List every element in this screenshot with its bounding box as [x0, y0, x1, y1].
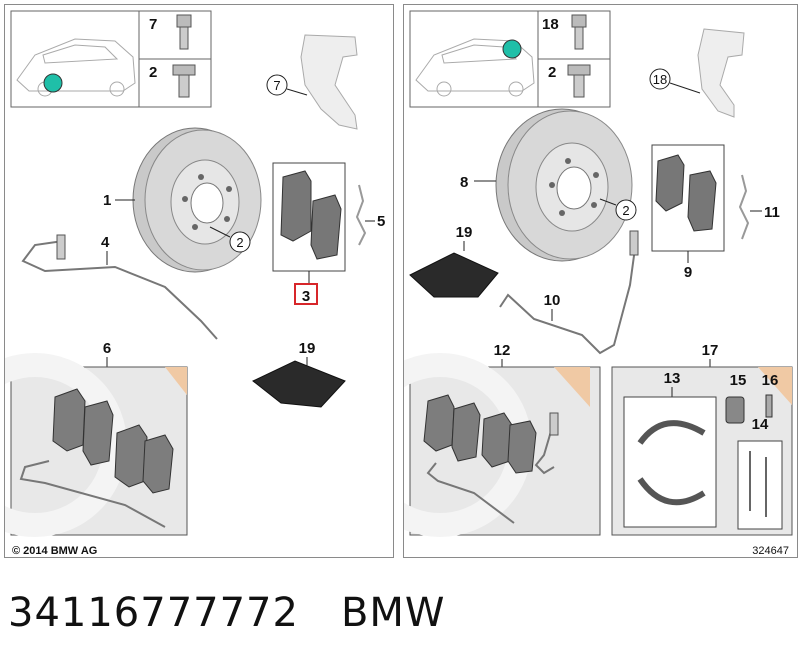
label-pads-3: 3 — [302, 288, 310, 305]
callout-2 — [229, 231, 251, 253]
label-sensor-10: 10 — [544, 292, 561, 309]
brake-shoes-box — [623, 396, 717, 528]
adjuster-icon — [725, 396, 745, 424]
label-hardware-14: 14 — [752, 416, 769, 433]
rear-diagram: 18 2 18 8 2 — [404, 10, 793, 537]
grease-pack-icon — [252, 360, 346, 408]
caliper-carrier-icon — [697, 28, 745, 118]
label-padset-6: 6 — [103, 340, 111, 357]
hardware-kit-box — [737, 440, 783, 530]
front-diagram: 7 2 7 1 2 — [5, 10, 385, 537]
brand-name: BMW — [340, 590, 446, 636]
hardware-kit-icon — [749, 451, 767, 517]
front-axle-panel: 7 2 7 1 2 — [4, 4, 394, 558]
label-disc-screw-2-rear: 2 — [622, 203, 629, 218]
label-grease-19: 19 — [299, 340, 316, 357]
anti-rattle-clip-icon — [738, 174, 750, 240]
highlighted-part-box — [294, 283, 318, 305]
label-sensor-4: 4 — [101, 234, 110, 251]
callout-18 — [649, 68, 671, 90]
label-carrier-7: 7 — [273, 78, 280, 93]
diagram-ref-number: 324647 — [752, 545, 789, 557]
label-disc-1: 1 — [103, 192, 111, 209]
rear-axle-marker — [502, 39, 522, 59]
label-bolt-18: 18 — [542, 16, 559, 33]
label-disc-8: 8 — [460, 174, 468, 191]
callout-7 — [266, 74, 288, 96]
label-pin-16: 16 — [762, 372, 779, 389]
label-bolt-2: 2 — [149, 64, 157, 81]
callout-2-rear — [615, 199, 637, 221]
brake-pads-icon — [655, 154, 717, 232]
wear-sensor-icon — [21, 240, 218, 340]
copyright-text: © 2014 BMW AG — [12, 545, 98, 557]
anti-rattle-clip-icon — [355, 184, 367, 246]
label-grease-19-rear: 19 — [456, 224, 473, 241]
label-carrier-18: 18 — [653, 72, 667, 87]
label-shoes-13: 13 — [664, 370, 681, 387]
pad-set-icon — [52, 388, 174, 494]
rear-axle-panel: 18 2 18 8 2 — [403, 4, 798, 558]
label-disc-screw-2: 2 — [236, 235, 243, 250]
front-axle-marker — [43, 73, 63, 93]
spring-pin-icon — [765, 394, 773, 418]
label-bolt-7: 7 — [149, 16, 157, 33]
pad-set-icon — [423, 394, 537, 474]
carrier-bolt-icon — [571, 14, 587, 50]
label-clip-5: 5 — [377, 213, 385, 230]
label-clip-11: 11 — [764, 204, 780, 221]
part-number: 34116777772 — [8, 590, 299, 636]
label-parkset-17: 17 — [702, 342, 719, 359]
grease-pack-icon — [409, 252, 499, 298]
brake-shoes-icon — [637, 420, 706, 506]
disc-screw-icon — [567, 64, 591, 98]
label-adjuster-15: 15 — [730, 372, 747, 389]
label-bolt-2-rear: 2 — [548, 64, 556, 81]
disc-screw-icon — [172, 64, 196, 98]
part-caption: 34116777772 BMW — [8, 590, 445, 636]
brake-disc-icon — [132, 127, 262, 273]
wear-sensor-icon — [499, 240, 637, 355]
label-pads-9: 9 — [684, 264, 692, 281]
label-padset-12: 12 — [494, 342, 511, 359]
carrier-bolt-icon — [176, 14, 192, 50]
brake-pads-icon — [280, 170, 342, 260]
caliper-carrier-icon — [300, 34, 358, 130]
brake-disc-icon — [495, 108, 633, 262]
